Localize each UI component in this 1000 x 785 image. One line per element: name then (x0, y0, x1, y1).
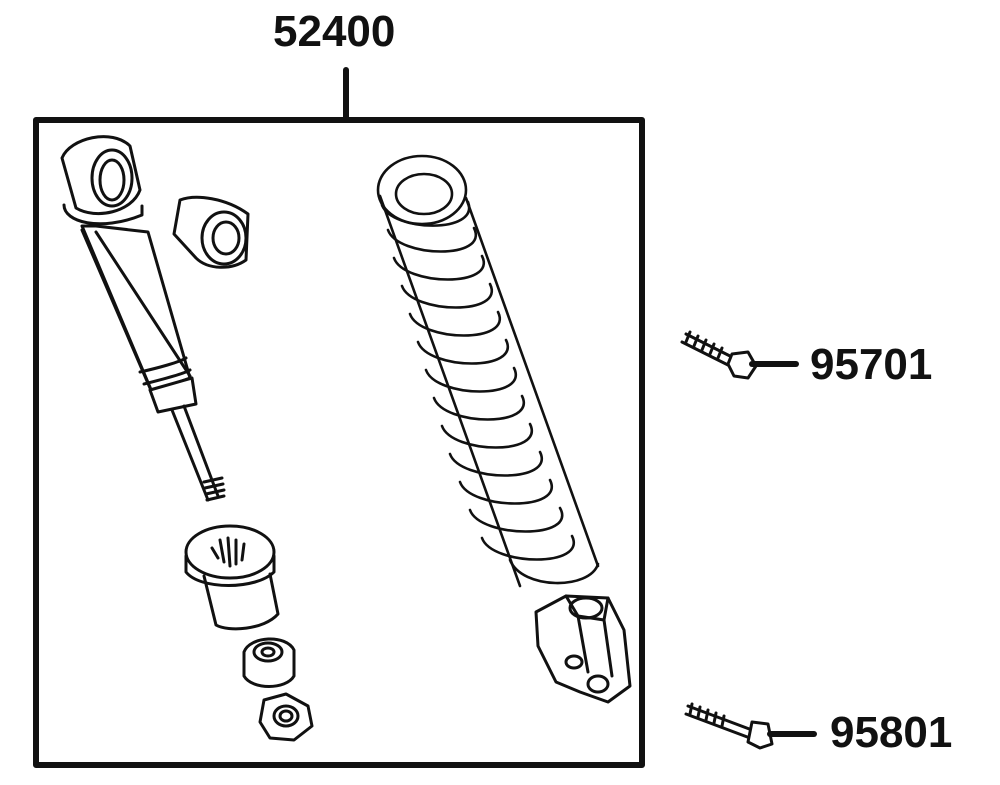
assembly-part-number-label: 52400 (273, 7, 396, 56)
callout-95801-label: 95801 (830, 708, 953, 757)
shock-absorber-icon (60, 135, 226, 502)
coil-spring-icon (376, 154, 600, 588)
bolt-icon (680, 330, 799, 380)
rubber-bushing-icon (172, 195, 250, 269)
assembly-frame (33, 117, 645, 768)
spring-seat-icon (184, 524, 280, 631)
rubber-cushion-icon (242, 637, 296, 688)
callout-95701-label: 95701 (810, 340, 933, 389)
nut-icon (258, 692, 314, 742)
bolt-icon (684, 702, 817, 750)
spring-bracket-icon (534, 594, 632, 704)
